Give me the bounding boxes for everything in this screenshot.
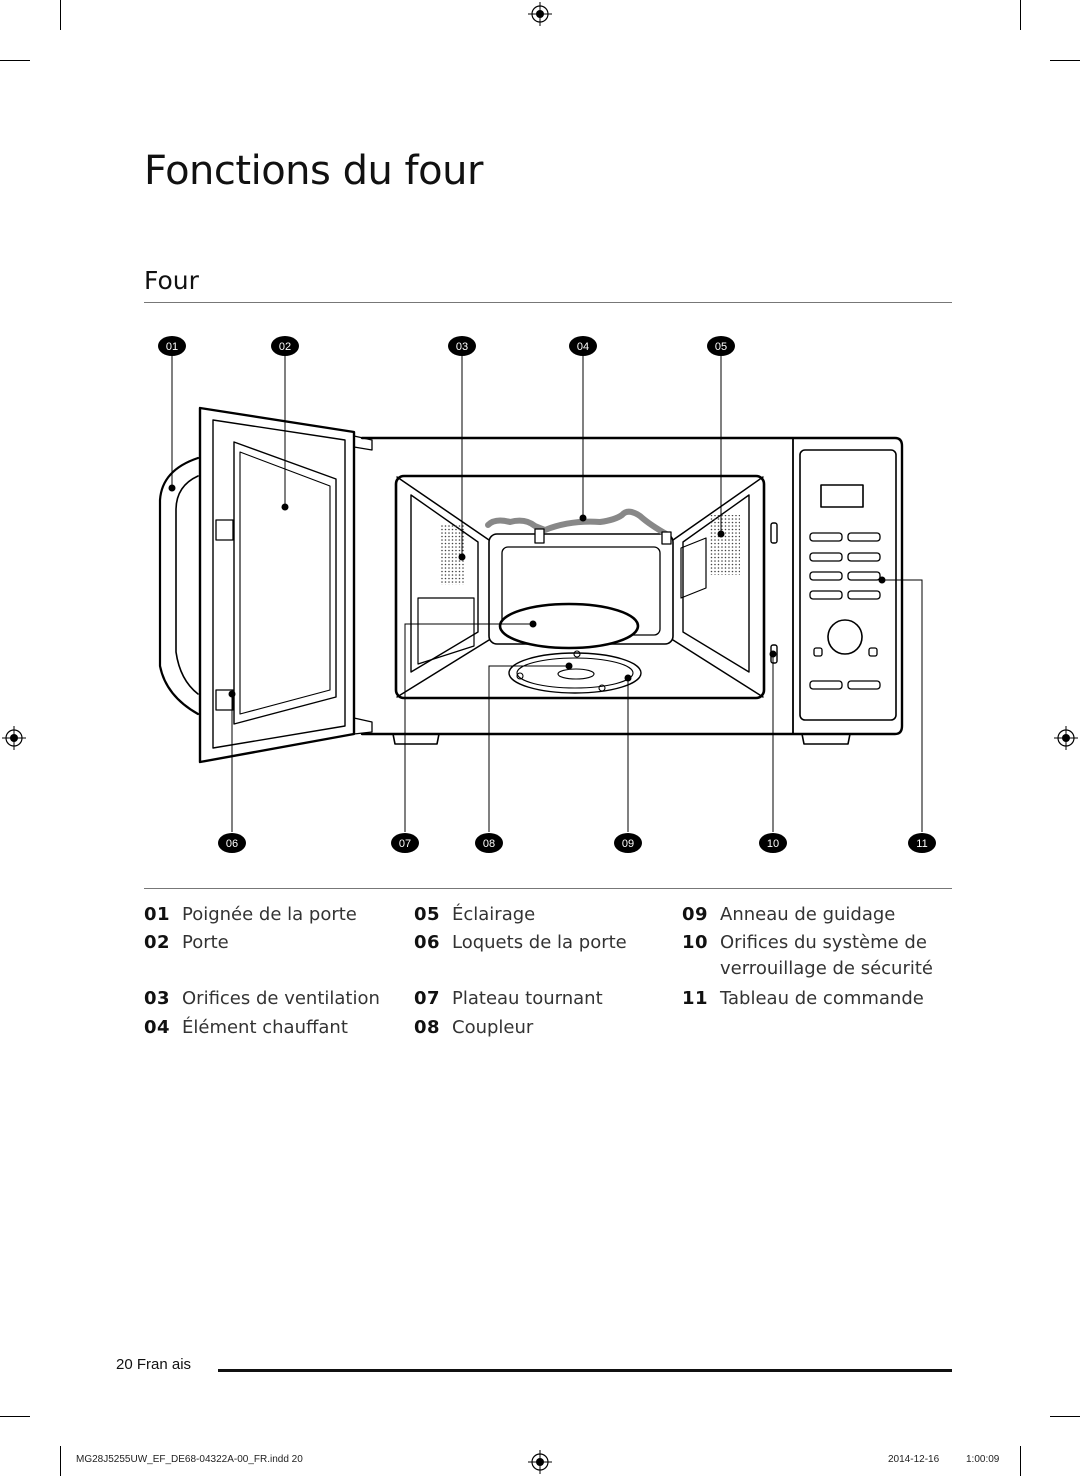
page-number: 20 <box>116 1356 133 1373</box>
control-panel <box>799 449 897 721</box>
legend-item: 06 Loquets de la porte <box>414 930 674 956</box>
language-label: Fran ais <box>136 1356 192 1373</box>
dial <box>827 619 863 655</box>
print-slug-file: MG28J5255UW_EF_DE68-04322A-00_FR.indd 20 <box>76 1454 303 1465</box>
crop-mark <box>1050 60 1080 61</box>
legend-item: 08 Coupleur <box>414 1015 674 1041</box>
legend-label: Orifices de ventilation <box>182 988 380 1009</box>
legend-item: 04 Élément chauffant <box>144 1015 404 1041</box>
legend-label: Loquets de la porte <box>452 932 627 953</box>
legend-label: Orifices du système de <box>720 932 927 953</box>
crop-mark <box>1020 1446 1021 1476</box>
oven-diagram: 01 02 03 04 05 06 07 08 09 10 11 <box>158 336 936 853</box>
legend-label: Plateau tournant <box>452 988 603 1009</box>
section-divider <box>144 302 952 303</box>
callout-03: 03 <box>448 336 476 356</box>
registration-mark-icon <box>528 2 552 26</box>
legend-label: Poignée de la porte <box>182 904 357 925</box>
legend-label: Éclairage <box>452 904 536 925</box>
oven-cavity <box>394 474 766 700</box>
legend-label: Coupleur <box>452 1017 534 1038</box>
callout-01: 01 <box>158 336 186 356</box>
parts-legend: 01 Poignée de la porte 02 Porte 03 Orifi… <box>144 902 952 1042</box>
oven-body <box>360 436 904 736</box>
section-title: Four <box>144 266 199 295</box>
footer-page-label: 20 Fran ais <box>116 1356 191 1373</box>
crop-mark <box>1020 0 1021 30</box>
print-slug-date: 2014-12-16 <box>888 1454 940 1465</box>
legend-item: 11 Tableau de commande <box>682 986 952 1012</box>
legend-item: 02 Porte <box>144 930 404 956</box>
legend-number: 08 <box>414 1017 441 1038</box>
registration-mark-icon <box>2 726 26 750</box>
legend-item: 03 Orifices de ventilation <box>144 986 404 1012</box>
callout-05: 05 <box>707 336 735 356</box>
door <box>198 406 356 764</box>
legend-item: 09 Anneau de guidage <box>682 902 952 928</box>
oven-foot <box>392 733 440 745</box>
crop-mark <box>0 1416 30 1417</box>
oven-foot <box>801 733 851 745</box>
svg-text:05: 05 <box>715 341 727 353</box>
legend-label: Porte <box>182 932 229 953</box>
crop-mark <box>0 60 30 61</box>
page-title: Fonctions du four <box>144 148 483 194</box>
crop-mark <box>60 1446 61 1476</box>
callout-07: 07 <box>391 833 419 853</box>
legend-number: 09 <box>682 904 709 925</box>
callout-06: 06 <box>218 833 246 853</box>
svg-text:01: 01 <box>166 341 178 353</box>
callout-02: 02 <box>271 336 299 356</box>
legend-number: 07 <box>414 988 441 1009</box>
svg-text:02: 02 <box>279 341 291 353</box>
legend-label: verrouillage de sécurité <box>720 958 934 979</box>
legend-item: 07 Plateau tournant <box>414 986 674 1012</box>
legend-number: 06 <box>414 932 441 953</box>
svg-text:06: 06 <box>226 838 238 850</box>
svg-text:04: 04 <box>577 341 589 353</box>
crop-mark <box>60 0 61 30</box>
svg-text:10: 10 <box>767 838 779 850</box>
registration-mark-icon <box>1054 726 1078 750</box>
legend-number: 04 <box>144 1017 171 1038</box>
svg-text:11: 11 <box>916 838 927 850</box>
legend-number: 11 <box>682 988 709 1009</box>
legend-item: 10 Orifices du système de verrouillage d… <box>682 930 952 984</box>
door-handle <box>158 456 200 716</box>
legend-item: 05 Éclairage <box>414 902 674 928</box>
svg-text:09: 09 <box>622 838 634 850</box>
registration-mark-icon <box>528 1450 552 1474</box>
callout-04: 04 <box>569 336 597 356</box>
callout-08: 08 <box>475 833 503 853</box>
callout-09: 09 <box>614 833 642 853</box>
legend-label: Élément chauffant <box>182 1017 348 1038</box>
heating-element <box>485 508 671 538</box>
legend-number: 03 <box>144 988 171 1009</box>
svg-text:07: 07 <box>399 838 411 850</box>
legend-number: 02 <box>144 932 171 953</box>
display <box>820 484 864 508</box>
legend-number: 05 <box>414 904 441 925</box>
print-slug-time: 1:00:09 <box>966 1454 1000 1465</box>
guide-ring <box>508 652 642 694</box>
legend-divider <box>144 888 952 889</box>
legend-number: 10 <box>682 932 709 953</box>
crop-mark <box>1050 1416 1080 1417</box>
legend-label: Tableau de commande <box>720 988 924 1009</box>
svg-text:08: 08 <box>483 838 495 850</box>
legend-number: 01 <box>144 904 171 925</box>
legend-item: 01 Poignée de la porte <box>144 902 404 928</box>
callout-11: 11 <box>908 833 936 853</box>
footer-rule <box>218 1369 952 1372</box>
svg-text:03: 03 <box>456 341 468 353</box>
legend-label: Anneau de guidage <box>720 904 896 925</box>
callout-10: 10 <box>759 833 787 853</box>
turntable <box>498 602 640 650</box>
